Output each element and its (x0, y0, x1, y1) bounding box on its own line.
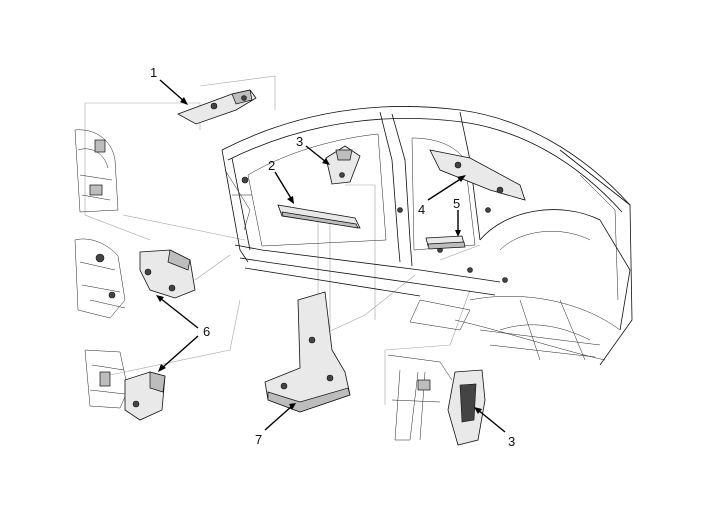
callout-1: 1 (150, 65, 157, 80)
callout-3-bottom: 3 (508, 434, 515, 449)
part-7-b-pillar-lower (264, 291, 351, 413)
callout-labels: 1 2 3 4 5 6 7 3 (150, 65, 515, 449)
guide-lines (84, 75, 481, 405)
vehicle-body-shell (221, 106, 633, 366)
callout-7: 7 (255, 432, 262, 447)
part-5-rear-scuff-plate (425, 235, 466, 250)
callout-4: 4 (418, 202, 425, 217)
part-4-roof-side-trim (429, 149, 526, 201)
callout-6: 6 (203, 324, 210, 339)
part-6-kick-trim-lower (124, 371, 166, 421)
part-3-b-pillar-lower (447, 369, 486, 446)
part-3-b-pillar-upper (325, 145, 361, 185)
part-1-pillar-trim (177, 89, 257, 125)
callout-2: 2 (268, 158, 275, 173)
callout-5: 5 (453, 196, 460, 211)
callout-arrows (156, 79, 506, 433)
inset-rear-pillar (84, 349, 129, 409)
part-2-front-scuff-plate (277, 204, 361, 229)
inset-b-pillar-detail (387, 354, 453, 441)
inset-upper-pillar (74, 129, 119, 213)
part-6-kick-trim-upper (139, 249, 196, 299)
callout-3-top: 3 (296, 134, 303, 149)
inset-lower-pillar (74, 238, 126, 319)
